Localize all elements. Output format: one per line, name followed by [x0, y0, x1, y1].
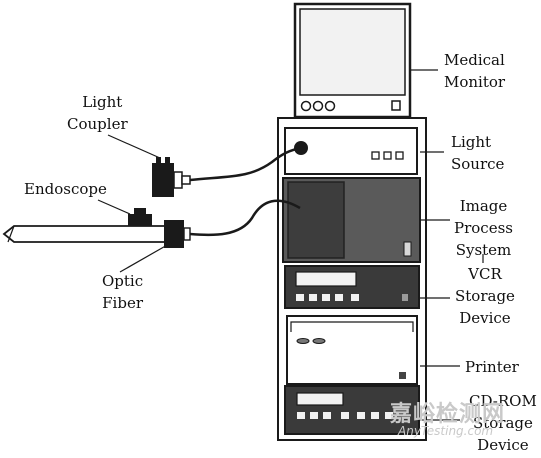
endoscope	[2, 199, 301, 248]
label-printer: Printer	[465, 356, 519, 378]
label-light-coupler: Light Coupler	[67, 91, 128, 135]
image-process-unit	[282, 177, 421, 263]
watermark-en: AnyTesting.com	[398, 424, 494, 438]
label-light-source: Light Source	[451, 131, 504, 175]
vcr-unit	[284, 265, 420, 309]
label-image-process-line-1: Image	[459, 197, 508, 215]
label-medical-monitor-line-1: Medical	[444, 51, 505, 69]
label-cdrom-line-3: Device	[477, 436, 529, 454]
watermark-cn: 嘉峪检测网	[390, 402, 506, 427]
label-vcr-storage-device: VCR Storage Device	[455, 263, 515, 329]
label-image-process-line-2: Process	[454, 219, 513, 237]
light-source-unit	[284, 127, 418, 175]
label-endoscope: Endoscope	[24, 178, 107, 200]
monitor-knob-2	[312, 100, 324, 112]
monitor-knob-1	[300, 100, 312, 112]
label-vcr-line-2: Storage	[455, 287, 515, 305]
light-coupler	[152, 146, 302, 197]
label-printer-line-1: Printer	[465, 358, 519, 376]
cdrom-unit	[284, 385, 420, 435]
label-cdrom-line-2: Storage	[472, 414, 533, 432]
label-endoscope-line-1: Endoscope	[24, 180, 107, 198]
label-image-process-line-3: System	[455, 241, 512, 259]
label-light-coupler-line-1: Light	[82, 93, 123, 111]
label-light-source-line-2: Source	[451, 155, 505, 173]
label-optic-fiber-line-1: Optic	[102, 272, 144, 290]
label-vcr-line-1: VCR	[468, 265, 502, 283]
printer-unit	[286, 315, 418, 385]
label-medical-monitor-line-2: Monitor	[444, 73, 506, 91]
label-optic-fiber-line-2: Fiber	[102, 294, 143, 312]
monitor-knob-3	[324, 100, 336, 112]
medical-monitor	[293, 2, 412, 119]
label-medical-monitor: Medical Monitor	[444, 49, 505, 93]
label-cdrom-storage-device: CD-ROM Storage Device	[469, 390, 537, 456]
monitor-power-button	[391, 100, 401, 111]
label-cdrom-line-1: CD-ROM	[469, 392, 537, 410]
label-optic-fiber: Optic Fiber	[102, 270, 143, 314]
leader-lines	[97, 69, 484, 421]
label-vcr-line-3: Device	[459, 309, 511, 327]
label-image-process-system: Image Process System	[454, 195, 513, 261]
label-light-source-line-1: Light	[451, 133, 492, 151]
label-light-coupler-line-2: Coupler	[67, 115, 128, 133]
